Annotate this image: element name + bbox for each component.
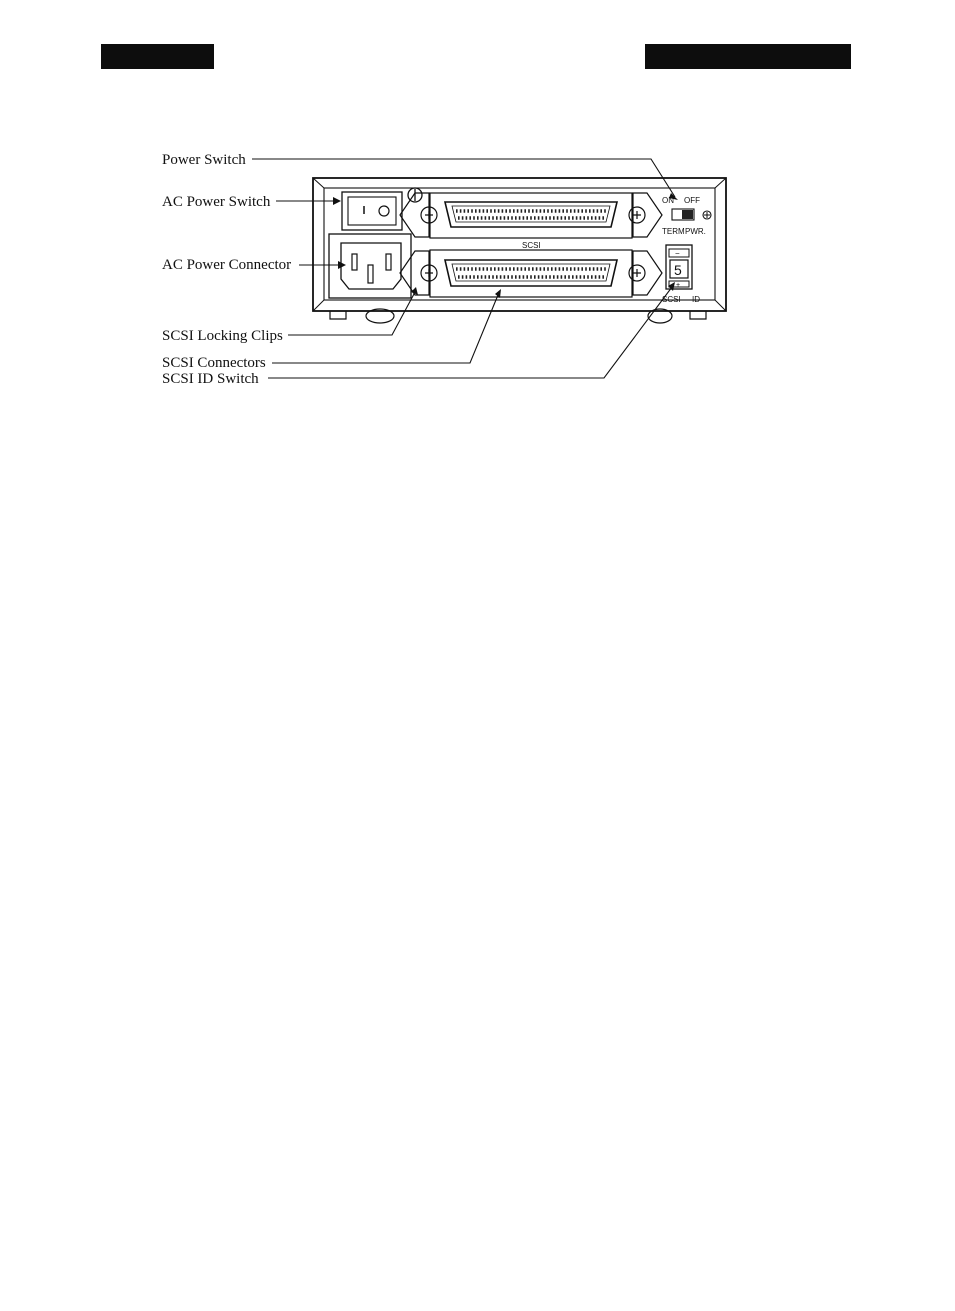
foot-left bbox=[330, 311, 346, 319]
leader-arrowheads bbox=[333, 193, 678, 298]
leader-scsi-connectors bbox=[272, 295, 498, 363]
callout-power-switch: Power Switch bbox=[162, 152, 246, 168]
callout-scsi-id-switch: SCSI ID Switch bbox=[162, 371, 259, 387]
label-scsi-id-id: ID bbox=[692, 295, 700, 304]
arrow-ac-power-switch bbox=[333, 197, 341, 205]
scsi-id-switch: − 5 + SCSI ID bbox=[662, 245, 700, 304]
ac-power-switch bbox=[342, 192, 402, 230]
scsi-connector-lower bbox=[400, 250, 662, 297]
label-on: ON bbox=[662, 196, 674, 205]
leader-lines bbox=[252, 159, 675, 378]
foot-right bbox=[690, 311, 706, 319]
id-plus: + bbox=[676, 282, 680, 289]
label-scsi-id-scsi: SCSI bbox=[662, 295, 681, 304]
ac-pin-right bbox=[386, 254, 391, 270]
ac-pin-left bbox=[352, 254, 357, 270]
scsi-connector-upper bbox=[400, 193, 662, 238]
callout-scsi-locking-clips: SCSI Locking Clips bbox=[162, 328, 283, 344]
callout-ac-power-connector: AC Power Connector bbox=[162, 257, 291, 273]
id-minus: − bbox=[675, 249, 680, 258]
callout-ac-power-switch: AC Power Switch bbox=[162, 194, 271, 210]
scsi-id-value: 5 bbox=[674, 262, 682, 278]
ac-pin-ground bbox=[368, 265, 373, 283]
arrow-ac-power-connector bbox=[338, 261, 346, 269]
term-power-switch: ON OFF TERM PWR. bbox=[662, 196, 711, 236]
scsi-drive-rear-panel-diagram: Power Switch AC Power Switch AC Power Co… bbox=[0, 0, 955, 420]
label-scsi-center: SCSI bbox=[522, 241, 541, 250]
label-off: OFF bbox=[684, 196, 700, 205]
leader-scsi-id-switch bbox=[268, 287, 672, 378]
label-pwr: PWR. bbox=[685, 227, 706, 236]
ac-power-connector bbox=[329, 234, 411, 298]
scsi-locking-clip-top bbox=[408, 188, 422, 202]
chassis-inner bbox=[324, 188, 715, 300]
callout-scsi-connectors: SCSI Connectors bbox=[162, 355, 266, 371]
label-term: TERM bbox=[662, 227, 685, 236]
